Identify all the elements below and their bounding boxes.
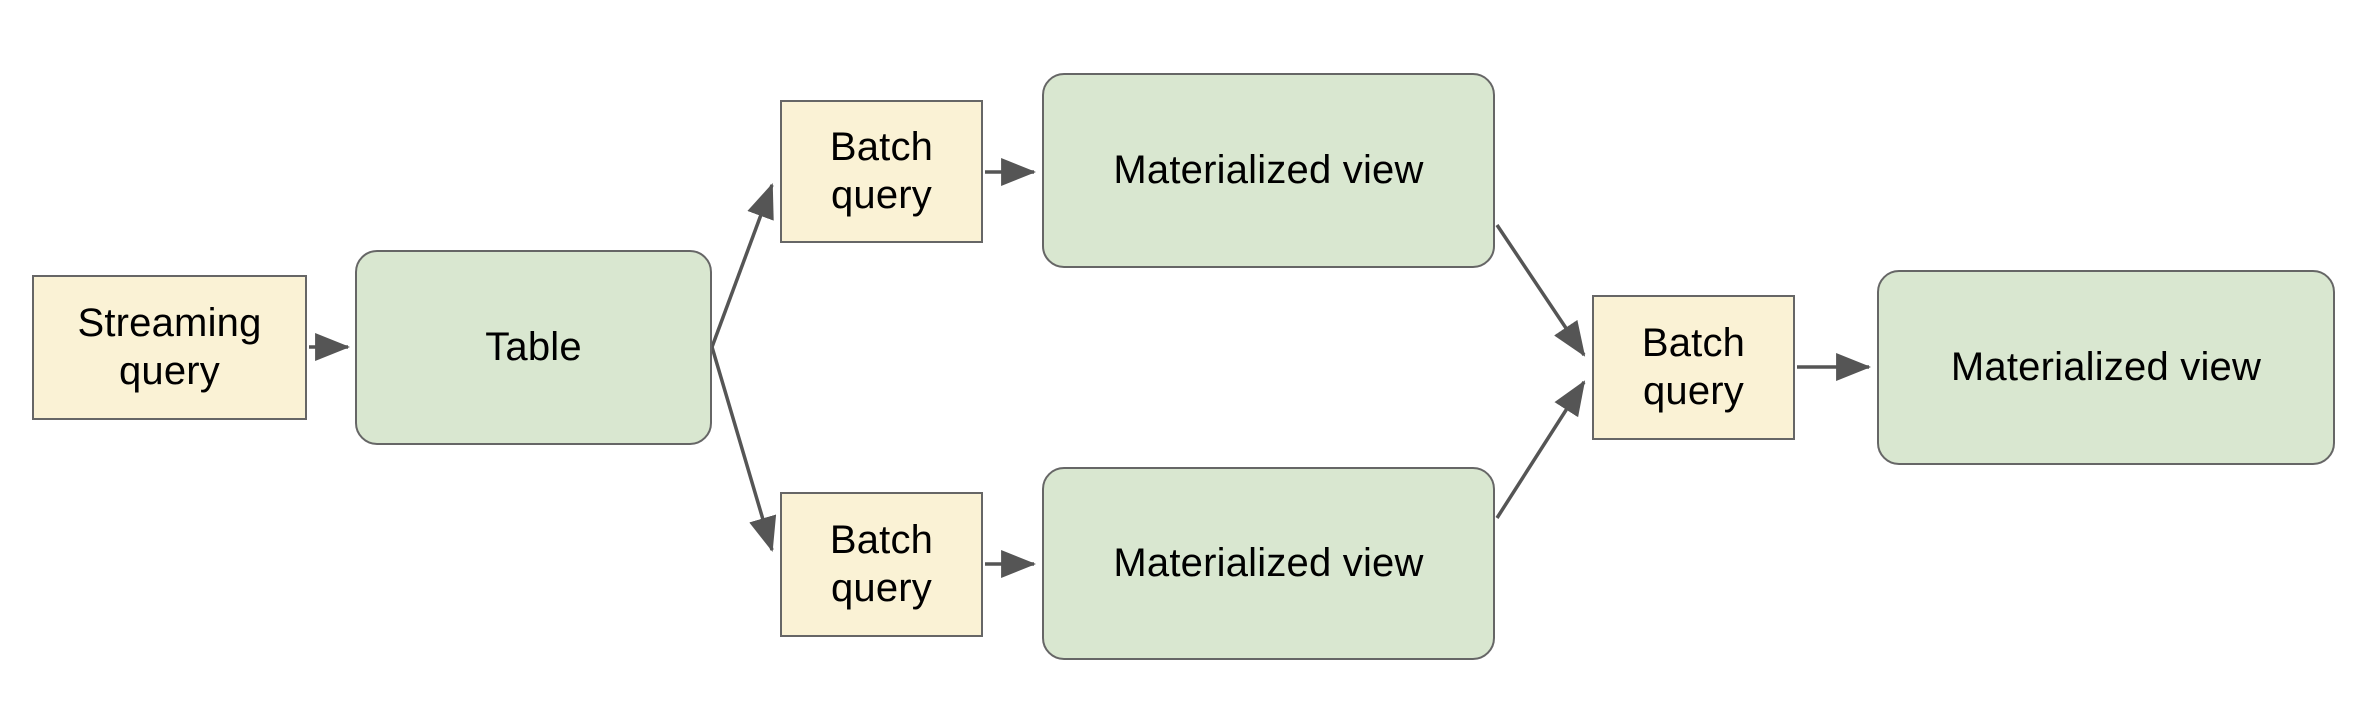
edge-mv-bottom-to-batch-join <box>1495 380 1586 519</box>
node-materialized-view-bottom[interactable]: Materialized view <box>1042 467 1495 660</box>
node-materialized-view-top[interactable]: Materialized view <box>1042 73 1495 268</box>
edge-table-to-batch-top <box>710 183 774 348</box>
node-label: Batch query <box>829 518 934 610</box>
node-batch-query-top[interactable]: Batch query <box>780 100 983 243</box>
edge-table-to-batch-bottom <box>710 346 777 553</box>
node-label: Materialized view <box>1113 147 1424 192</box>
node-label: Batch query <box>1641 321 1746 413</box>
node-materialized-view-final[interactable]: Materialized view <box>1877 270 2335 465</box>
node-label: Streaming query <box>77 301 262 393</box>
node-table[interactable]: Table <box>355 250 712 445</box>
node-streaming-query[interactable]: Streaming query <box>32 275 307 420</box>
node-batch-query-bottom[interactable]: Batch query <box>780 492 983 637</box>
edge-mv-top-to-batch-join <box>1495 224 1586 357</box>
node-label: Materialized view <box>1950 344 2262 389</box>
node-label: Materialized view <box>1113 540 1424 585</box>
node-batch-query-join[interactable]: Batch query <box>1592 295 1795 440</box>
node-label: Batch query <box>829 125 934 217</box>
node-label: Table <box>485 324 582 369</box>
